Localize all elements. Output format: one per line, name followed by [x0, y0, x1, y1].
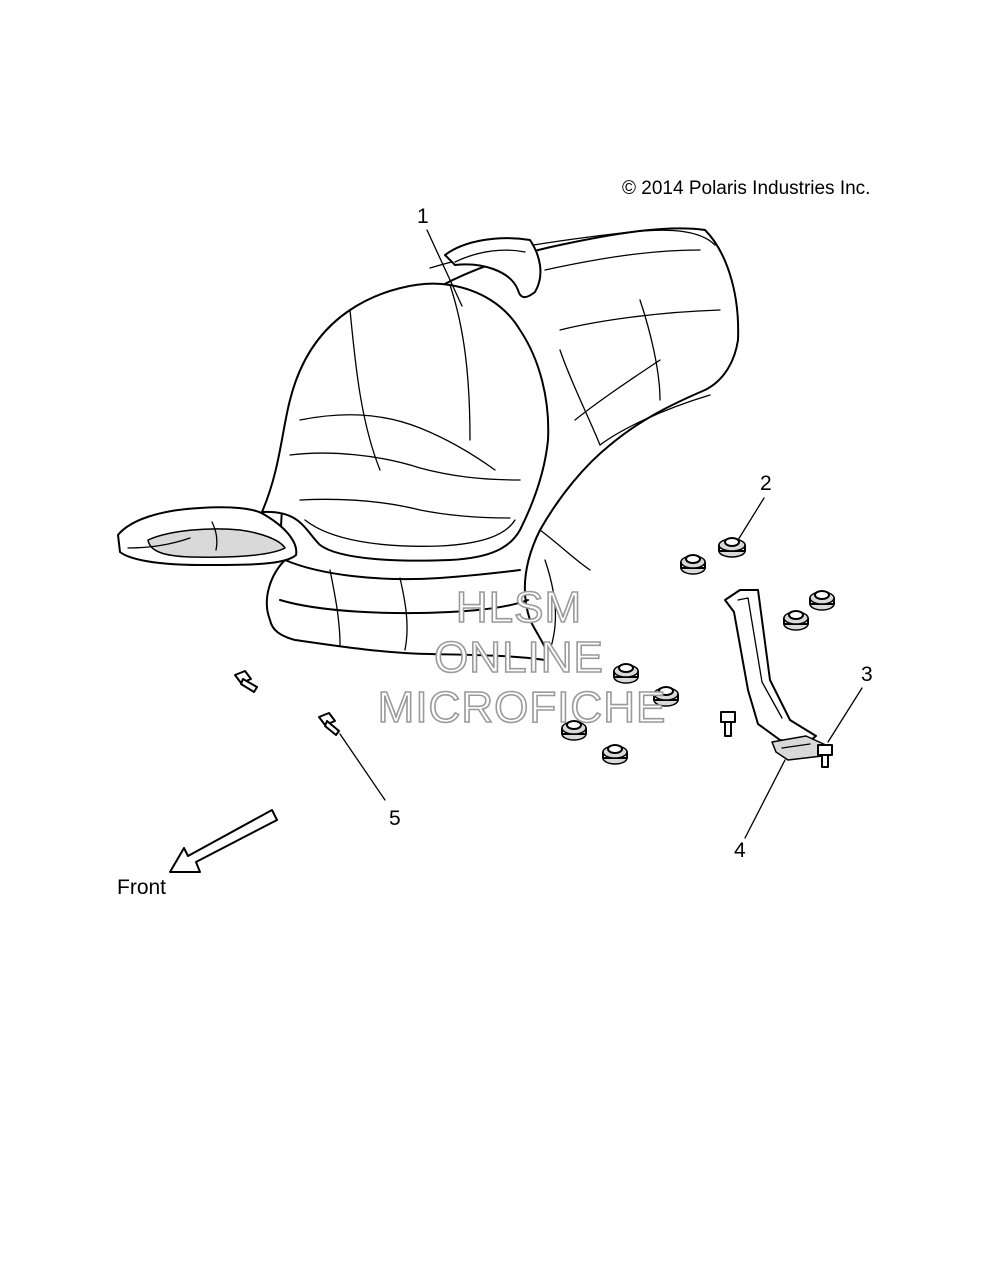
copyright-text: © 2014 Polaris Industries Inc.: [622, 178, 870, 199]
front-arrow-icon: [169, 809, 278, 873]
seat-screw-lower: [318, 712, 340, 736]
seat-screw-upper: [234, 670, 258, 693]
seat-bracket: [724, 589, 829, 761]
callout-2: 2: [760, 472, 772, 495]
watermark-line-1: HLSM: [456, 583, 582, 632]
watermark-line-3: MICROFICHE: [378, 683, 667, 732]
callout-1: 1: [417, 205, 429, 228]
watermark-line-2: ONLINE: [434, 633, 604, 682]
bracket-bolt-left: [720, 711, 736, 737]
watermark: HLSM ONLINE MICROFICHE: [377, 582, 667, 733]
callout-3: 3: [861, 663, 873, 686]
front-label: Front: [117, 876, 166, 899]
callout-4: 4: [734, 839, 746, 862]
seat-assembly: [117, 227, 740, 661]
callout-5: 5: [389, 807, 401, 830]
bracket-bolt-right: [817, 744, 833, 768]
grommet-set: [561, 537, 835, 765]
